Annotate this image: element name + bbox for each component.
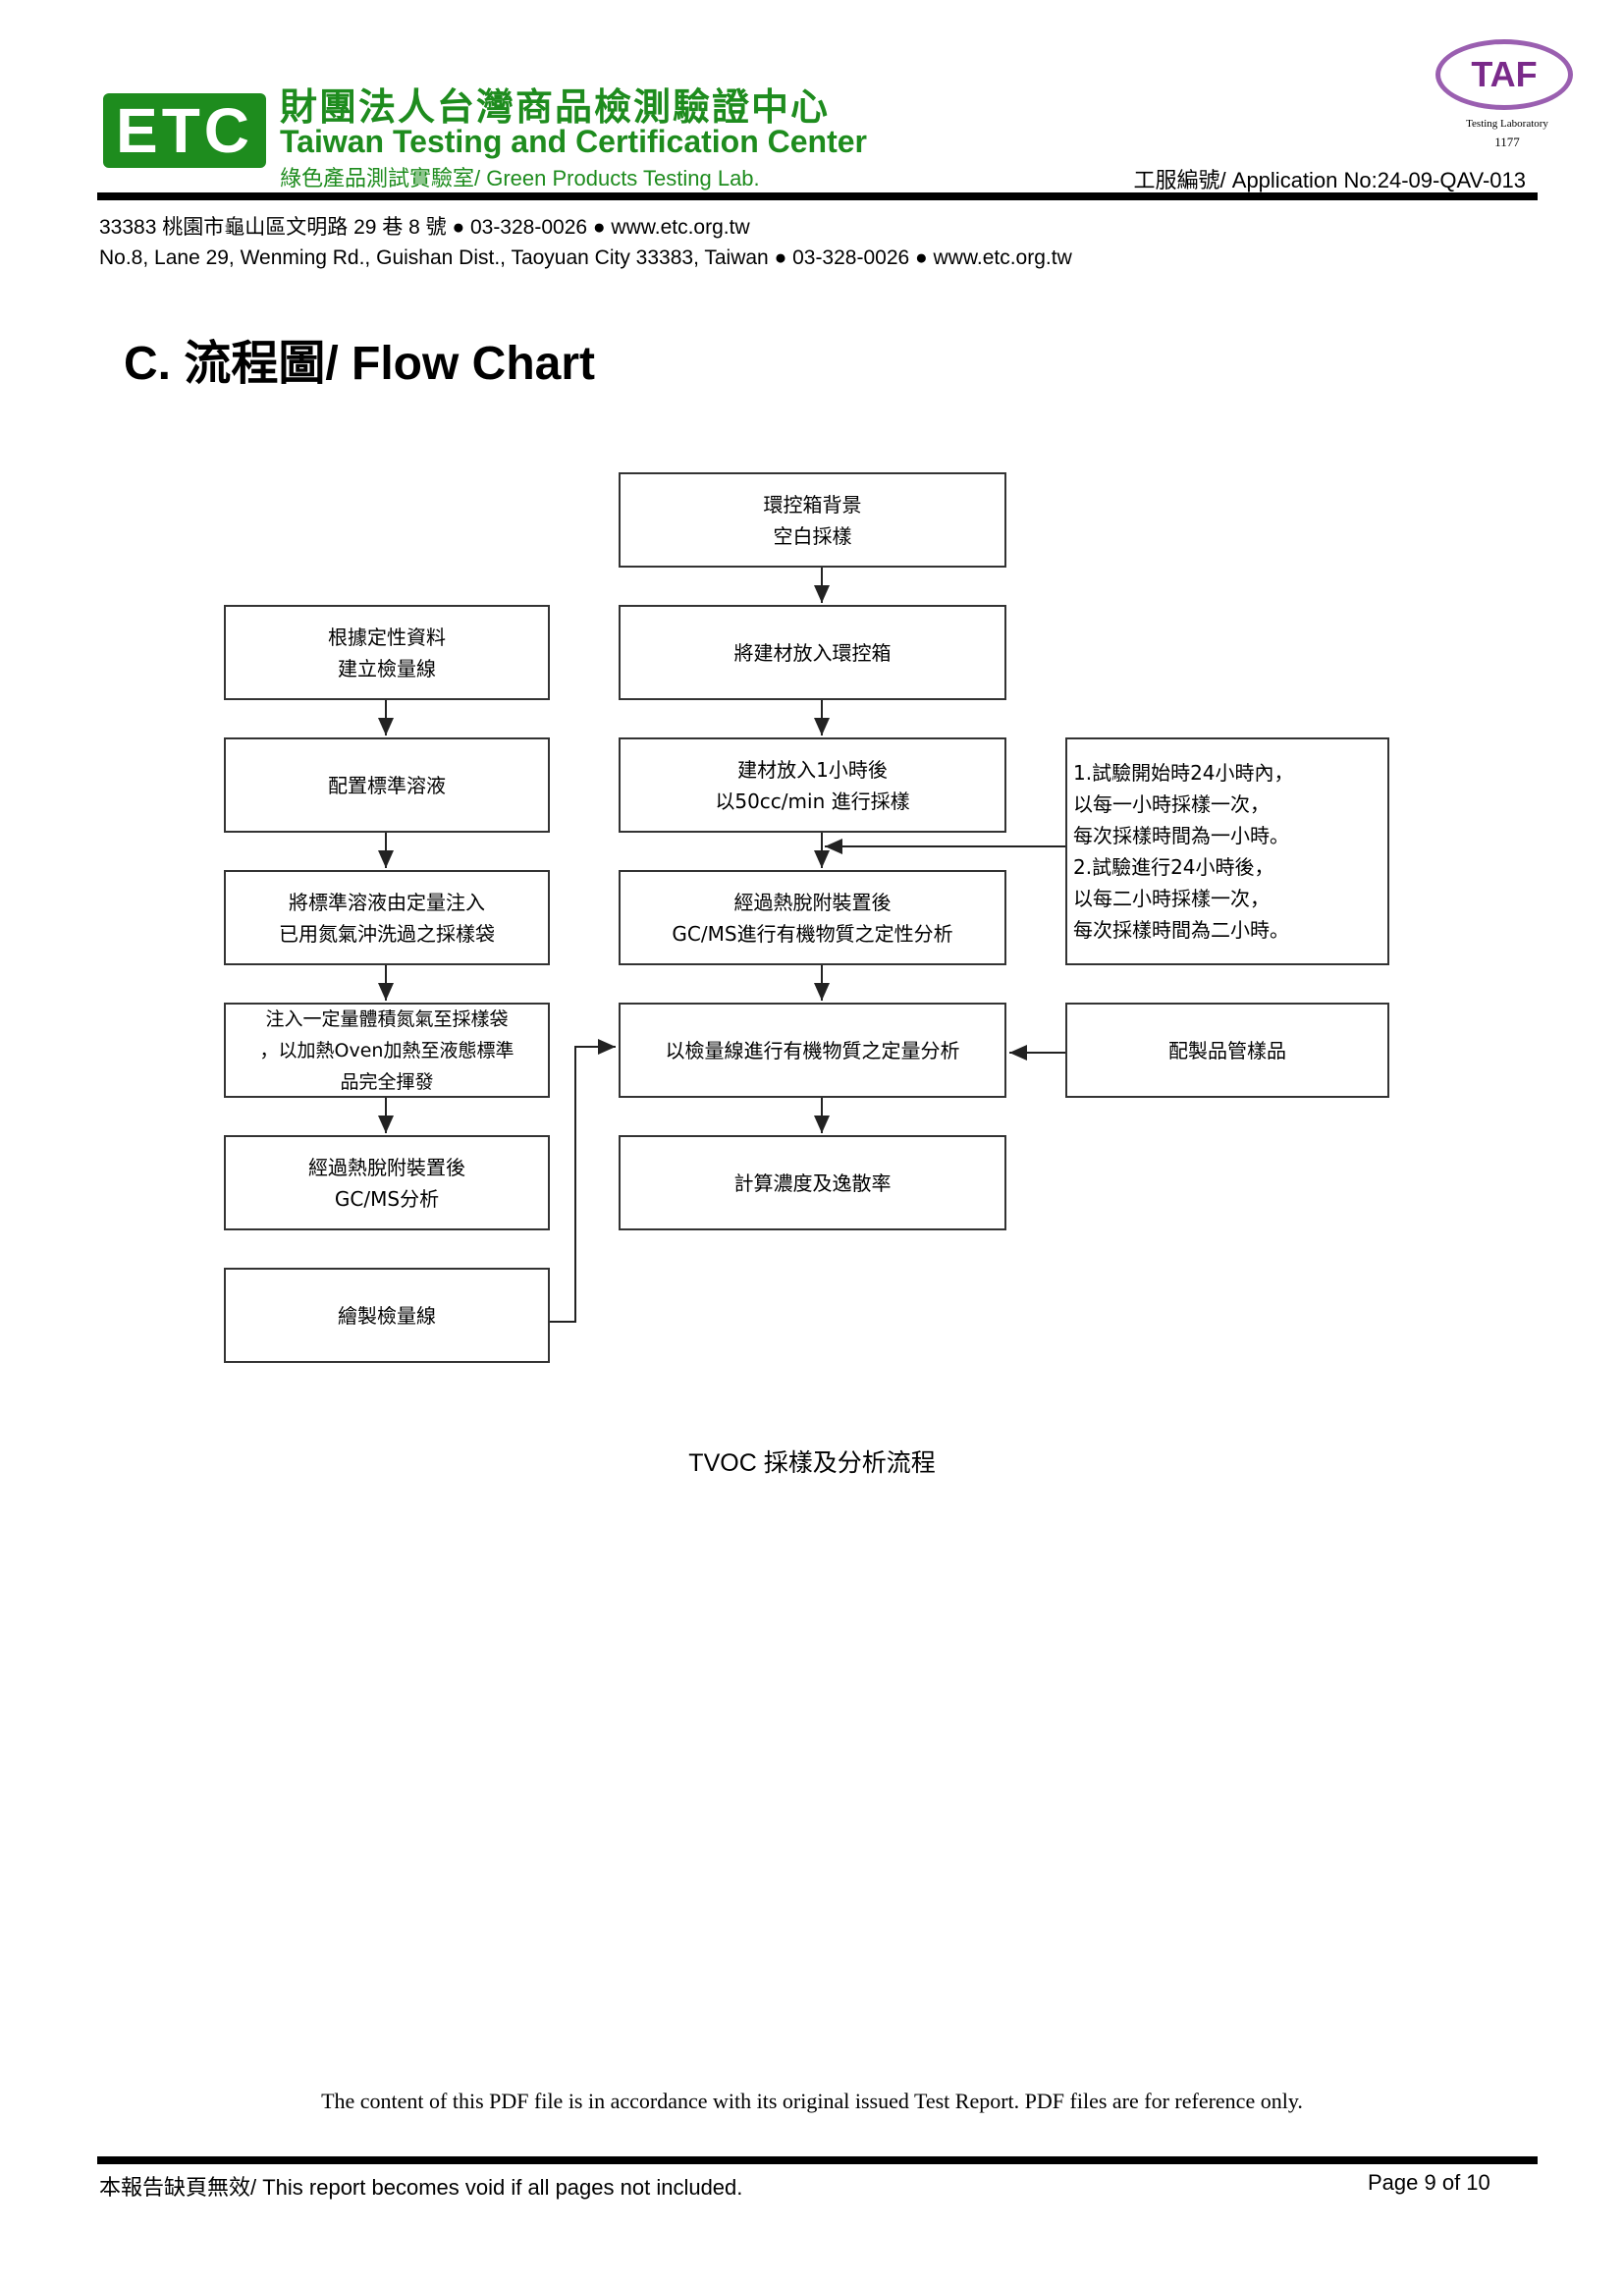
flow-box: 配製品管樣品 — [1065, 1003, 1389, 1098]
pdf-disclaimer: The content of this PDF file is in accor… — [321, 2089, 1303, 2113]
arrow — [550, 1039, 616, 1323]
flow-box: 建材放入1小時後 以50cc/min 進行採樣 — [619, 737, 1006, 833]
flowchart-connectors — [378, 568, 1065, 1323]
flow-box: 將標準溶液由定量注入 已用氮氣沖洗過之採樣袋 — [224, 870, 550, 965]
page-number: Page 9 of 10 — [1368, 2170, 1490, 2195]
application-number: 工服編號/ Application No:24-09-QAV-013 — [1133, 168, 1526, 192]
address-en: No.8, Lane 29, Wenming Rd., Guishan Dist… — [99, 246, 1072, 269]
sampling-schedule-note: 1.試驗開始時24小時內， 以每一小時採樣一次， 每次採樣時間為一小時。 2.試… — [1065, 737, 1389, 965]
header-divider — [97, 192, 1538, 200]
footer-divider — [97, 2156, 1538, 2164]
etc-logo: ETC — [103, 93, 266, 168]
flow-box: 經過熱脫附裝置後 GC/MS進行有機物質之定性分析 — [619, 870, 1006, 965]
void-notice: 本報告缺頁無效/ This report becomes void if all… — [99, 2175, 743, 2200]
flow-box: 注入一定量體積氮氣至採樣袋 ，以加熱Oven加熱至液態標準 品完全揮發 — [224, 1003, 550, 1098]
taf-label: Testing Laboratory — [1466, 118, 1548, 130]
flow-box: 經過熱脫附裝置後 GC/MS分析 — [224, 1135, 550, 1230]
org-name-en: Taiwan Testing and Certification Center — [280, 124, 867, 159]
lab-name: 綠色產品測試實驗室/ Green Products Testing Lab. — [280, 166, 760, 190]
flow-box: 計算濃度及逸散率 — [619, 1135, 1006, 1230]
org-name-zh: 財團法人台灣商品檢測驗證中心 — [280, 84, 831, 129]
flow-box: 將建材放入環控箱 — [619, 605, 1006, 700]
flow-box: 環控箱背景 空白採樣 — [619, 472, 1006, 568]
taf-logo: TAF — [1435, 39, 1573, 110]
address-zh: 33383 桃園市龜山區文明路 29 巷 8 號 ● 03-328-0026 ●… — [99, 216, 750, 239]
flowchart-caption: TVOC 採樣及分析流程 — [688, 1449, 936, 1477]
flow-box: 以檢量線進行有機物質之定量分析 — [619, 1003, 1006, 1098]
flow-box: 配置標準溶液 — [224, 737, 550, 833]
section-title: C. 流程圖/ Flow Chart — [124, 338, 596, 390]
flow-box: 繪製檢量線 — [224, 1268, 550, 1363]
taf-number: 1177 — [1494, 135, 1520, 149]
flow-box: 根據定性資料 建立檢量線 — [224, 605, 550, 700]
